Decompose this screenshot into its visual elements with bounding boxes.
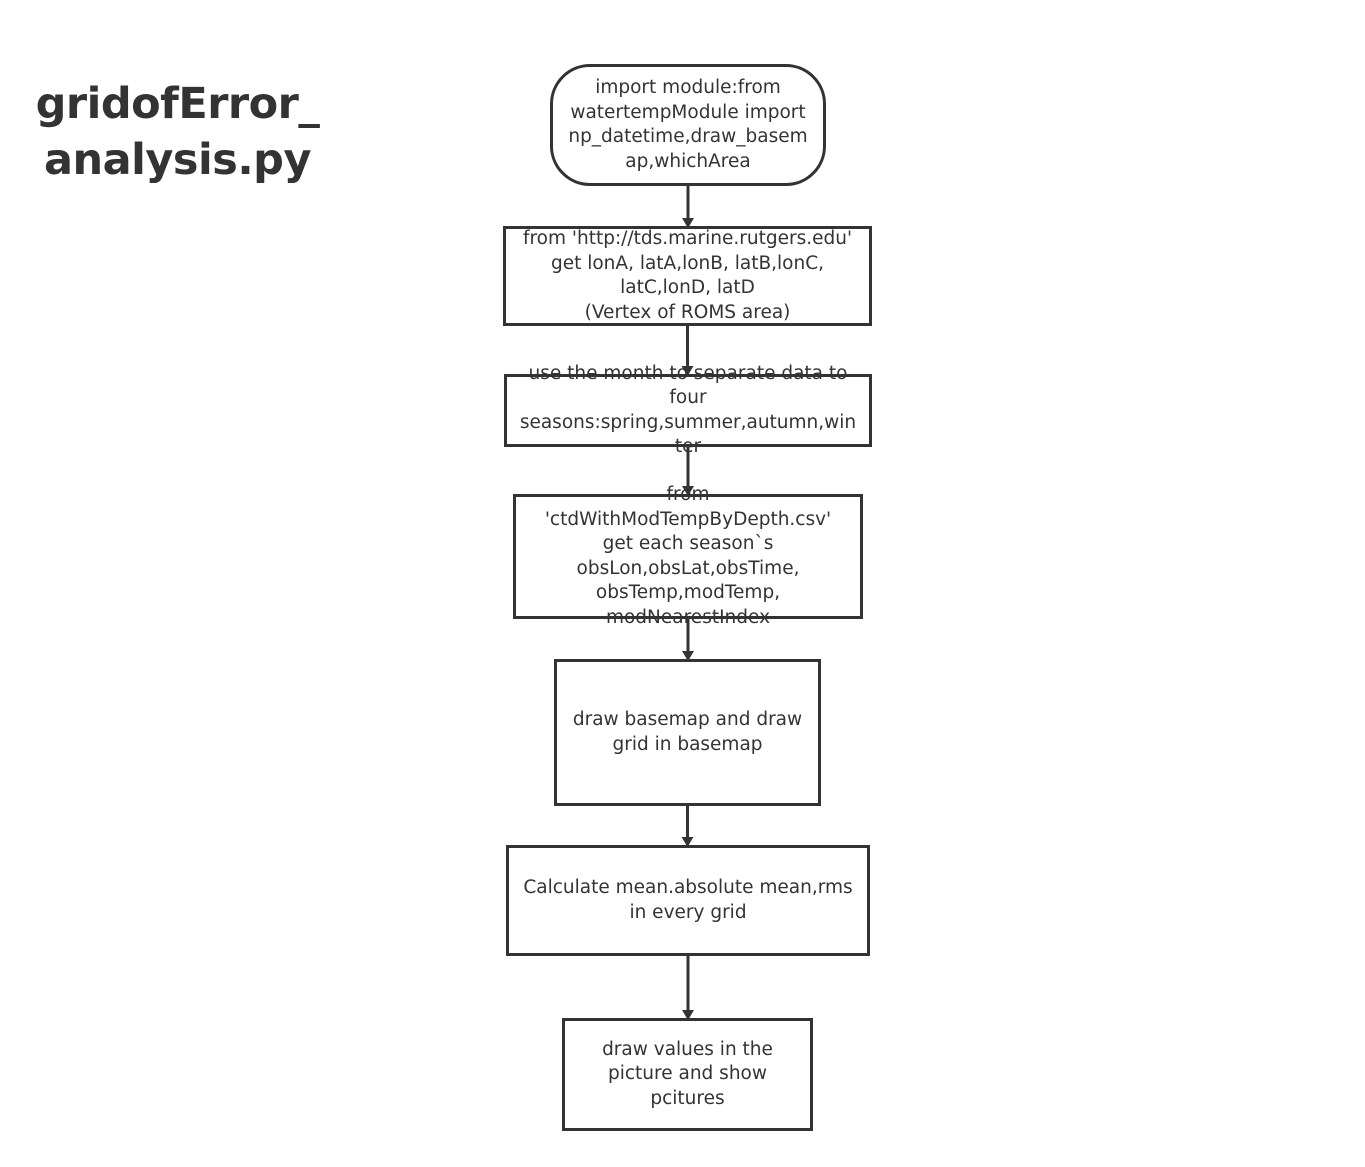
flow-node-text: draw values in the picture and show pcit… [602, 1038, 773, 1109]
diagram-title: gridofError_ analysis.py [20, 76, 335, 188]
flow-node-text: use the month to separate data to four s… [519, 362, 857, 458]
flow-node-read-csv: from 'ctdWithModTempByDepth.csv' get eac… [513, 484, 863, 628]
flow-node-text: draw basemap and draw grid in basemap [572, 709, 803, 755]
flow-node-separate-seasons: use the month to separate data to four s… [504, 363, 872, 457]
flow-node-import-module: import module:from watertempModule impor… [550, 64, 826, 186]
flow-node-draw-basemap: draw basemap and draw grid in basemap [554, 659, 821, 806]
flow-node-draw-values: draw values in the picture and show pcit… [562, 1018, 813, 1131]
flow-node-text: from 'ctdWithModTempByDepth.csv' get eac… [544, 484, 832, 628]
flow-node-calculate-stats: Calculate mean.absolute mean,rms in ever… [506, 845, 870, 956]
diagram-title-line-2: analysis.py [44, 135, 312, 185]
flow-node-text: Calculate mean.absolute mean,rms in ever… [523, 877, 853, 923]
flow-node-text: import module:from watertempModule impor… [568, 77, 808, 172]
diagram-title-line-1: gridofError_ [35, 79, 320, 129]
flow-node-text: from 'http://tds.marine.rutgers.edu' get… [522, 228, 853, 323]
flow-node-get-roms-vertices: from 'http://tds.marine.rutgers.edu' get… [503, 226, 872, 326]
